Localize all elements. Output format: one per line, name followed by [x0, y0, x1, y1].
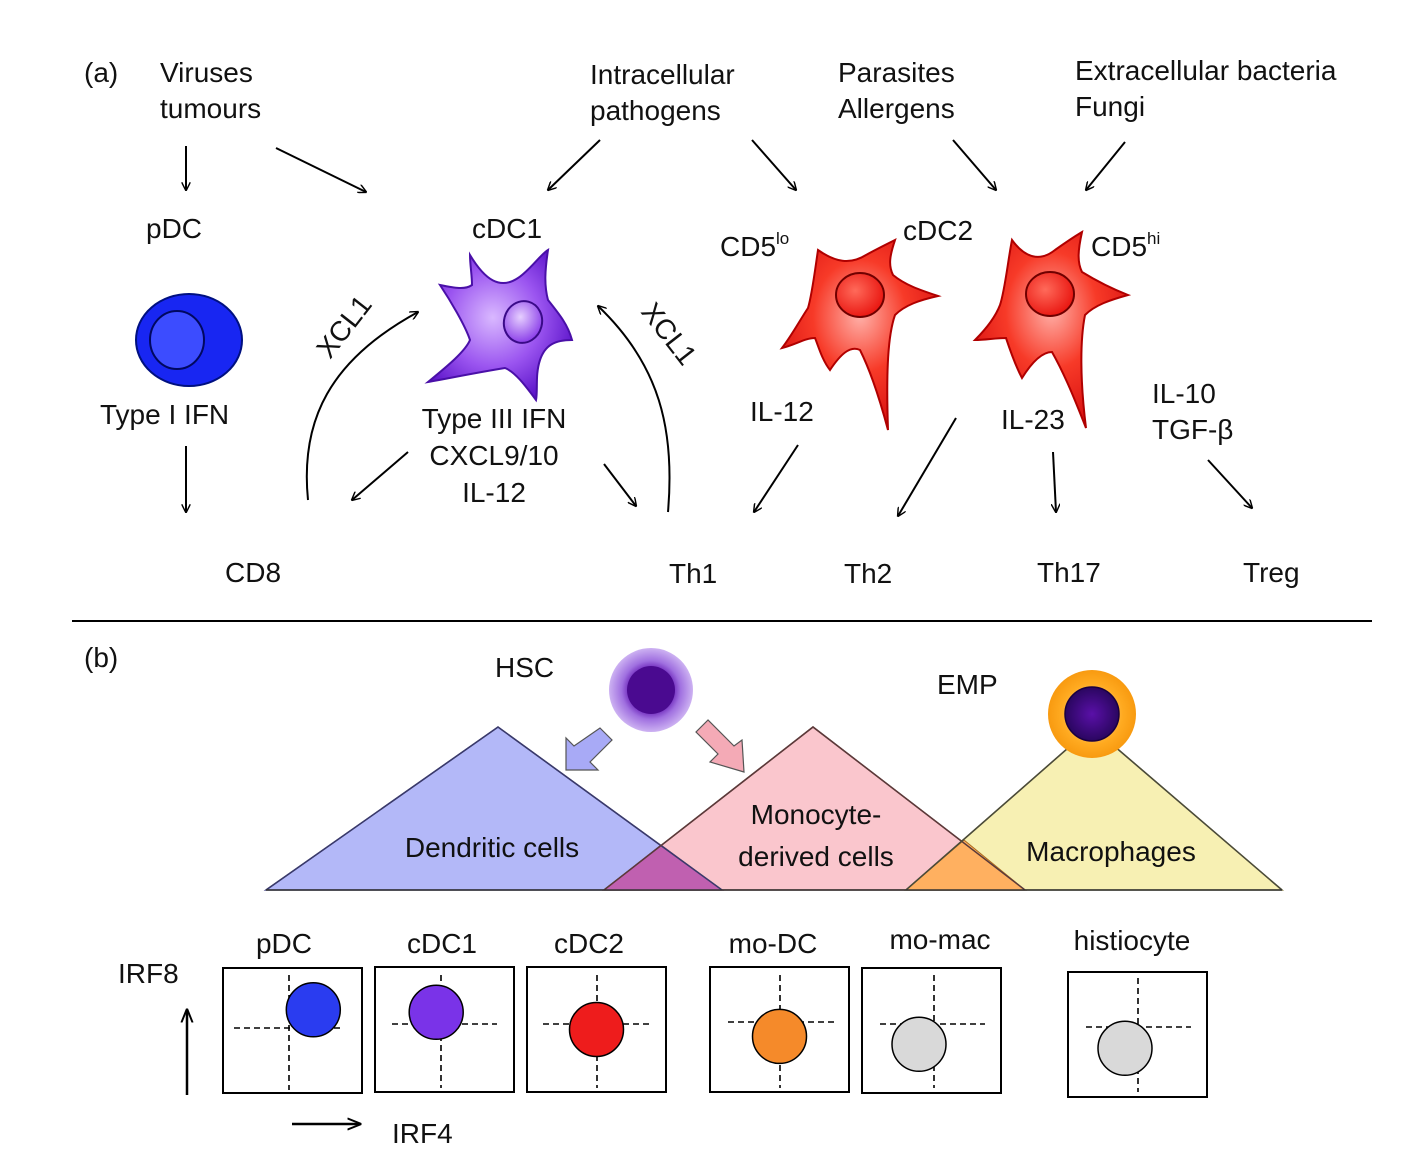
target-th2: Th2 — [844, 558, 892, 589]
cdc2-cd5hi-cell-icon — [972, 229, 1132, 429]
product-type1-ifn: Type I IFN — [100, 399, 229, 430]
box-label-mo-mac: mo-mac — [889, 924, 990, 955]
box-frame — [861, 967, 1002, 1094]
arrow-cdc1-th1 — [603, 463, 636, 506]
label-hsc: HSC — [495, 652, 554, 683]
label-monocyte: Monocyte- — [751, 799, 882, 830]
product-tgf-beta: TGF-β — [1152, 414, 1233, 445]
arrow-intracellular-cdc1 — [548, 139, 601, 190]
hsc-to-dc-arrow-icon — [565, 727, 613, 771]
panel-a-label: (a) — [84, 57, 118, 88]
xcl1-right-label: XCL1 — [635, 297, 703, 371]
axis-label-irf4: IRF4 — [392, 1118, 453, 1149]
box-label-cdc1: cDC1 — [407, 928, 477, 959]
box-label-mo-dc: mo-DC — [729, 928, 818, 959]
xcl1-curve-right — [598, 306, 671, 513]
stimulus-allergens: Allergens — [838, 93, 955, 124]
box-frame — [1067, 971, 1208, 1098]
arrow-cdc2-th2 — [898, 417, 957, 516]
product-type3-ifn: Type III IFN — [422, 403, 567, 434]
label-derived-cells: derived cells — [738, 841, 894, 872]
label-emp: EMP — [937, 669, 998, 700]
box-label-cdc2: cDC2 — [554, 928, 624, 959]
arrow-intracellular-cdc2 — [751, 139, 796, 190]
arrow-il12-th1 — [754, 444, 799, 512]
stimulus-extracellular-bacteria: Extracellular bacteria — [1075, 55, 1337, 86]
product-il10: IL-10 — [1152, 378, 1216, 409]
irf-box-cdc2: cDC2 — [526, 928, 667, 1093]
irf-expression-boxes: pDC cDC1 cDC2 mo-DC mo-m — [222, 924, 1208, 1098]
label-pdc: pDC — [146, 213, 202, 244]
arrow-extracellular-cdc2 — [1086, 141, 1126, 190]
mono-triangle-edge — [603, 726, 1026, 891]
stimulus-parasites: Parasites — [838, 57, 955, 88]
stimulus-fungi: Fungi — [1075, 91, 1145, 122]
cdc2-dot — [568, 1001, 625, 1058]
box-frame — [526, 966, 667, 1093]
pdc-cell-icon — [135, 293, 243, 387]
box-label-histiocyte: histiocyte — [1074, 925, 1191, 956]
stimulus-tumours: tumours — [160, 93, 261, 124]
pdc-dot — [285, 982, 342, 1038]
stimulus-viruses: Viruses — [160, 57, 253, 88]
xcl1-left-label: XCL1 — [310, 289, 378, 363]
cdc2-cd5lo-cell-icon — [779, 238, 942, 431]
box-label-pdc: pDC — [256, 928, 312, 959]
product-il12-cdc1: IL-12 — [462, 477, 526, 508]
axis-label-irf8: IRF8 — [118, 958, 179, 989]
hsc-to-mono-arrow-icon — [695, 719, 745, 773]
cdc1-cell-icon — [424, 247, 574, 403]
dc-triangle-edge — [265, 726, 723, 891]
irf-box-histiocyte: histiocyte — [1067, 925, 1208, 1098]
stimulus-pathogens: pathogens — [590, 95, 721, 126]
emp-cell-icon — [1048, 670, 1136, 758]
hsc-cell-icon — [609, 648, 693, 732]
label-cd5hi: CD5hi — [1091, 229, 1160, 262]
mo-dc-dot — [751, 1008, 808, 1065]
xcl1-curve-left — [305, 312, 418, 501]
arrow-il23-th17 — [1053, 451, 1056, 512]
panel-b-label: (b) — [84, 642, 118, 673]
stimulus-intracellular: Intracellular — [590, 59, 735, 90]
mo-mac-dot — [891, 1016, 947, 1073]
irf-box-pdc: pDC — [222, 928, 363, 1094]
arrow-parasites-cdc2 — [952, 139, 996, 190]
product-il23: IL-23 — [1001, 404, 1065, 435]
target-th1: Th1 — [669, 558, 717, 589]
irf-box-cdc1: cDC1 — [374, 928, 515, 1093]
box-frame — [709, 966, 850, 1093]
irf-box-mo-dc: mo-DC — [709, 928, 850, 1093]
label-cdc2: cDC2 — [903, 215, 973, 246]
target-cd8: CD8 — [225, 557, 281, 588]
histiocyte-dot — [1097, 1020, 1153, 1077]
target-treg: Treg — [1243, 557, 1300, 588]
box-frame — [374, 966, 515, 1093]
irf-box-mo-mac: mo-mac — [861, 924, 1002, 1094]
label-dendritic-cells: Dendritic cells — [405, 832, 579, 863]
product-il12: IL-12 — [750, 396, 814, 427]
label-cdc1: cDC1 — [472, 213, 542, 244]
product-cxcl9-10: CXCL9/10 — [429, 440, 558, 471]
arrow-il10-treg — [1207, 459, 1252, 508]
target-th17: Th17 — [1037, 557, 1101, 588]
arrow-cdc1-cd8 — [352, 451, 409, 500]
label-cd5lo: CD5lo — [720, 229, 789, 262]
label-macrophages: Macrophages — [1026, 836, 1196, 867]
arrow-viruses-cdc1 — [275, 147, 366, 192]
box-frame — [222, 967, 363, 1094]
cdc1-dot — [408, 984, 464, 1041]
